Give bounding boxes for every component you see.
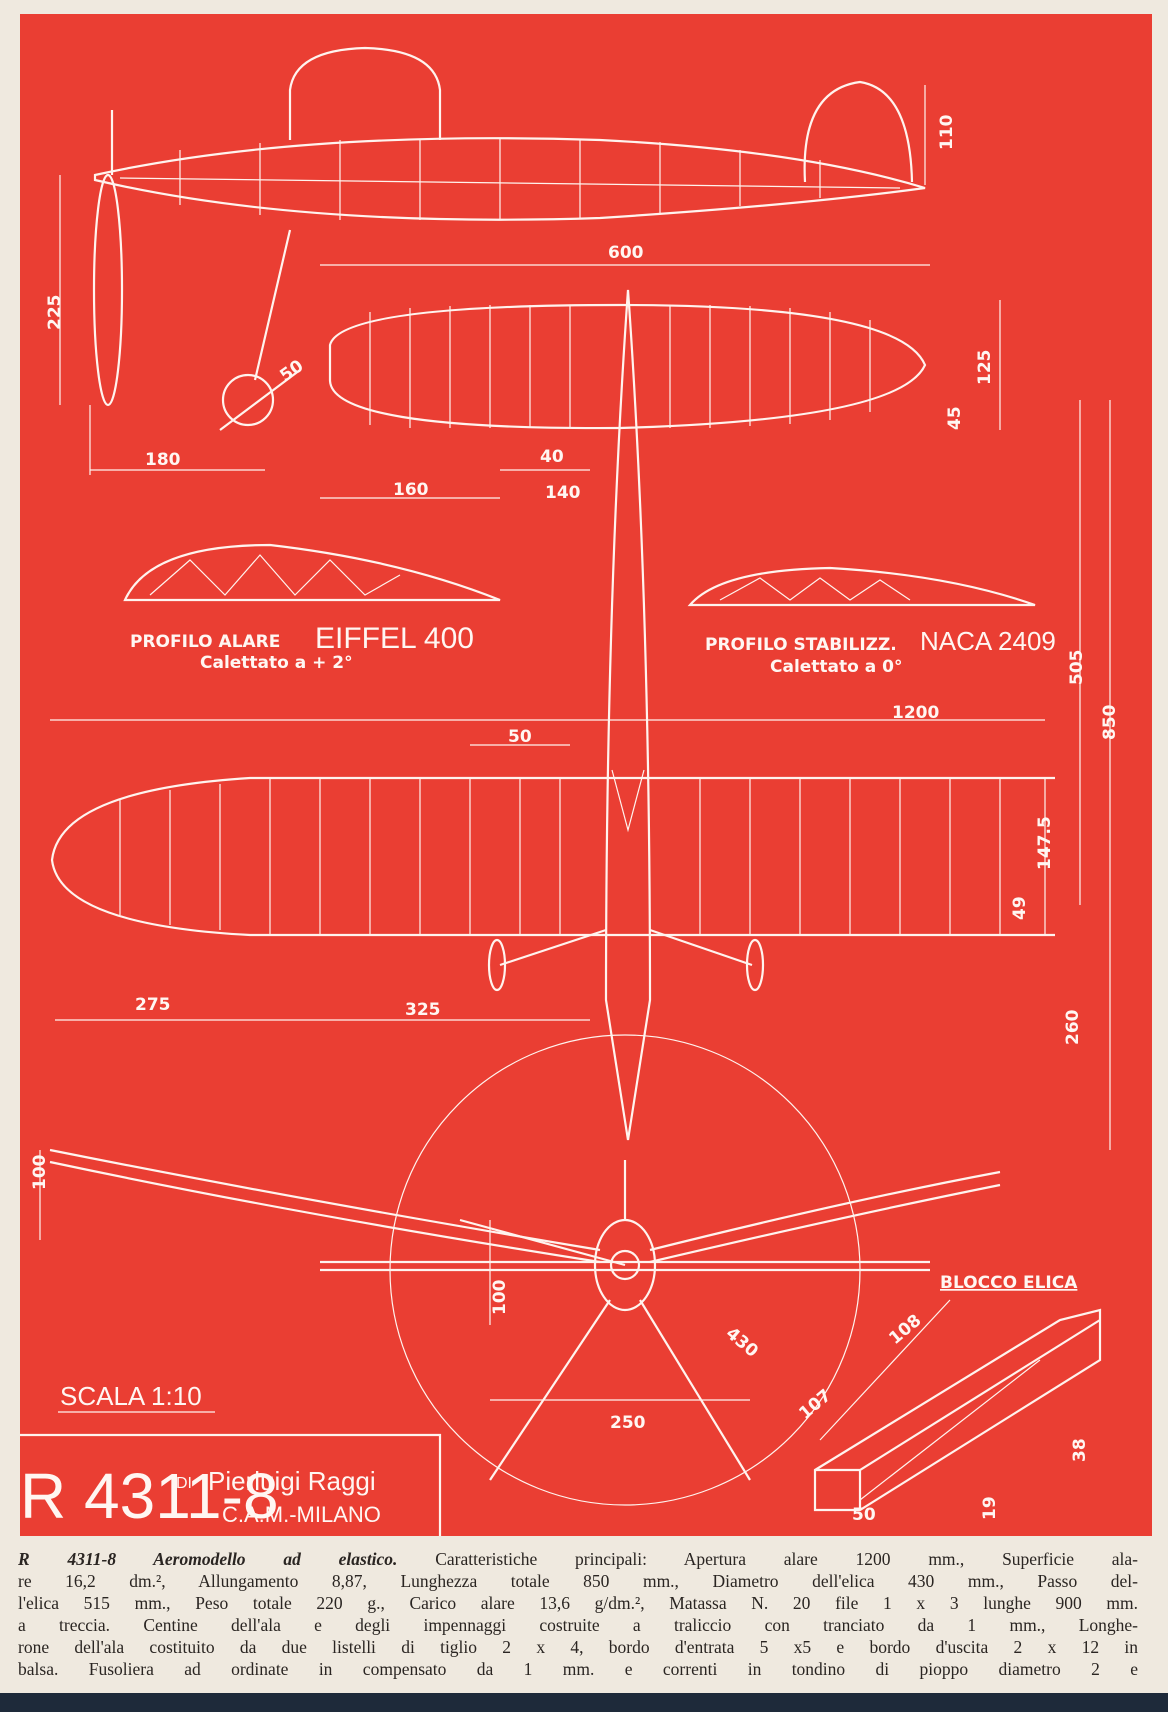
blueprint-background	[20, 14, 1152, 1536]
stab-profile-label: PROFILO STABILIZZ.	[705, 635, 897, 655]
dim-block-19: 19	[980, 1496, 1000, 1520]
dim-wing-chord: 147.5	[1035, 816, 1055, 870]
scale-label: SCALA 1:10	[60, 1381, 202, 1411]
dim-stab-tip: 45	[945, 406, 965, 430]
caption-line: balsa. Fusoliera ad ordinate in compensa…	[18, 1659, 1138, 1679]
dim-prop-height: 225	[45, 295, 65, 331]
dim-block-50: 50	[852, 1505, 876, 1525]
title-club: C.A.M.-MILANO	[222, 1502, 381, 1527]
dim-wing-span: 1200	[892, 703, 939, 723]
stab-airfoil-name: NACA 2409	[920, 626, 1056, 656]
stab-profile: PROFILO STABILIZZ. NACA 2409 Calettato a…	[687, 566, 1056, 677]
wing-incidence: Calettato a + 2°	[200, 653, 353, 673]
dim-stab-center: 40	[540, 447, 564, 467]
dim-wing-center: 50	[508, 727, 532, 747]
caption-line: a treccia. Centine dell'ala e degli impe…	[18, 1615, 1138, 1635]
dim-tip-length: 275	[135, 995, 171, 1015]
wing-profile: PROFILO ALARE EIFFEL 400 Calettato a + 2…	[123, 543, 501, 673]
stabilizer-top-view: 600 125 45 40 160 140	[320, 243, 1001, 503]
dim-stab-height: 100	[490, 1279, 510, 1315]
dim-wing-tip: 49	[1010, 896, 1030, 920]
dim-stab-span: 600	[608, 243, 644, 263]
dim-gear-track: 250	[610, 1413, 646, 1433]
prop-block: BLOCCO ELICA 108 107 38 19 50	[795, 1273, 1102, 1525]
dim-stab-right: 140	[545, 483, 581, 503]
dim-dihedral: 100	[30, 1154, 50, 1190]
page-bottom-edge	[0, 1693, 1168, 1712]
drawing-code: R 4311-8	[20, 1460, 279, 1532]
stab-incidence: Calettato a 0°	[770, 657, 902, 677]
dim-stab-left: 160	[393, 480, 429, 500]
caption-line: re 16,2 dm.², Allungamento 8,87, Lunghez…	[18, 1571, 1138, 1591]
dim-tail: 260	[1063, 1009, 1083, 1045]
title-by: DI	[176, 1475, 192, 1492]
caption-line: l'elica 515 mm., Peso totale 220 g., Car…	[18, 1593, 1138, 1613]
title-author: Pierluigi Raggi	[208, 1466, 376, 1496]
figure-caption: R 4311-8 Aeromodello ad elastico. Caratt…	[18, 1548, 1138, 1680]
prop-block-title: BLOCCO ELICA	[940, 1273, 1078, 1293]
dim-fin-height: 110	[937, 114, 957, 150]
dim-mid: 325	[405, 1000, 441, 1020]
wing-profile-label: PROFILO ALARE	[130, 632, 280, 652]
caption-line: rone dell'ala costituito da due listelli…	[18, 1637, 1138, 1657]
wing-top-view: 1200 50 505 850 147.5 49 275 325 260	[50, 400, 1120, 1150]
caption-line: Caratteristiche principali: Apertura ala…	[397, 1549, 1138, 1569]
caption-lead: R 4311-8 Aeromodello ad elastico.	[18, 1549, 398, 1569]
dim-stab-chord: 125	[975, 350, 995, 386]
dim-total-length: 850	[1100, 704, 1120, 740]
dim-nose: 505	[1067, 650, 1087, 686]
dim-block-38: 38	[1070, 1438, 1090, 1462]
wing-airfoil-name: EIFFEL 400	[315, 622, 474, 655]
dim-prop-offset: 180	[145, 450, 181, 470]
